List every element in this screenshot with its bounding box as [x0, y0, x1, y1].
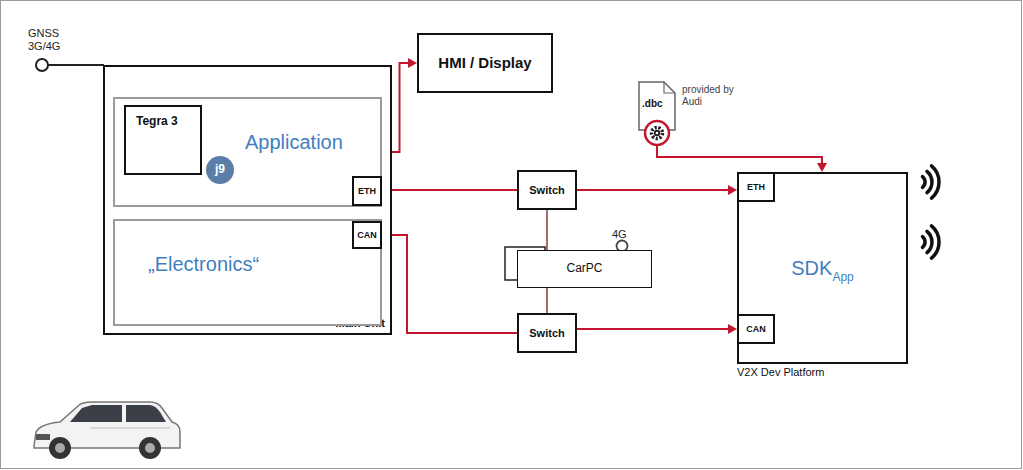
port-box: CAN	[737, 314, 775, 344]
node-text: SDK	[791, 257, 832, 279]
node-text: ETH	[358, 186, 376, 196]
electronics-box: „Electronics“ CAN	[113, 219, 382, 326]
node-text: ETH	[747, 182, 765, 192]
node-text: V2X Dev Platform	[737, 366, 824, 379]
callout-circle: j9	[206, 156, 234, 184]
node-text: „Electronics“	[148, 253, 259, 276]
port-box: ETH	[737, 172, 775, 202]
display-box: HMI / Display	[417, 33, 553, 93]
node-text: j9	[215, 163, 225, 177]
node-text: CAN	[746, 324, 766, 334]
connector	[547, 210, 548, 250]
connector	[577, 185, 737, 195]
annotation-label: provided by Audi	[682, 84, 734, 107]
node-text: Switch	[529, 184, 564, 197]
node-text: Application	[245, 131, 343, 154]
main-unit-box: Main UnitApplicationTegra 3j9ETH„Electro…	[103, 65, 392, 335]
port-box: CAN	[352, 221, 382, 249]
application-box: Application Tegra 3 j9ETH	[113, 97, 382, 207]
computer-box: CarPC	[517, 250, 652, 288]
node-text: CAN	[357, 230, 377, 240]
node-text: CarPC	[566, 262, 602, 276]
connector	[577, 324, 737, 334]
connector	[547, 288, 548, 313]
gnss-antenna	[36, 59, 104, 71]
switch-box: Switch	[517, 313, 577, 353]
node-text: HMI / Display	[438, 54, 531, 71]
car-illustration	[34, 402, 180, 459]
node-text: App	[832, 270, 853, 284]
processor-box: Tegra 3	[124, 105, 202, 175]
connector	[382, 235, 517, 333]
node-text: .dbc	[642, 98, 663, 110]
annotation-label: 4G	[612, 228, 627, 241]
node-text: Switch	[529, 327, 564, 340]
port-box: ETH	[352, 176, 382, 206]
wireless-symbol	[923, 226, 940, 258]
connector	[657, 146, 827, 172]
node-text: Tegra 3	[136, 115, 178, 129]
text-group: SDKApp	[791, 257, 853, 280]
dbc-file-icon: .dbc	[636, 80, 678, 146]
switch-box: Switch	[517, 170, 577, 210]
connector	[382, 190, 517, 191]
v2x-platform-box: SDKAppV2X Dev PlatformETHCAN	[737, 172, 908, 364]
annotation-label: GNSS 3G/4G	[28, 27, 72, 52]
file-gear-icon	[636, 80, 678, 146]
wireless-symbol	[923, 166, 940, 198]
